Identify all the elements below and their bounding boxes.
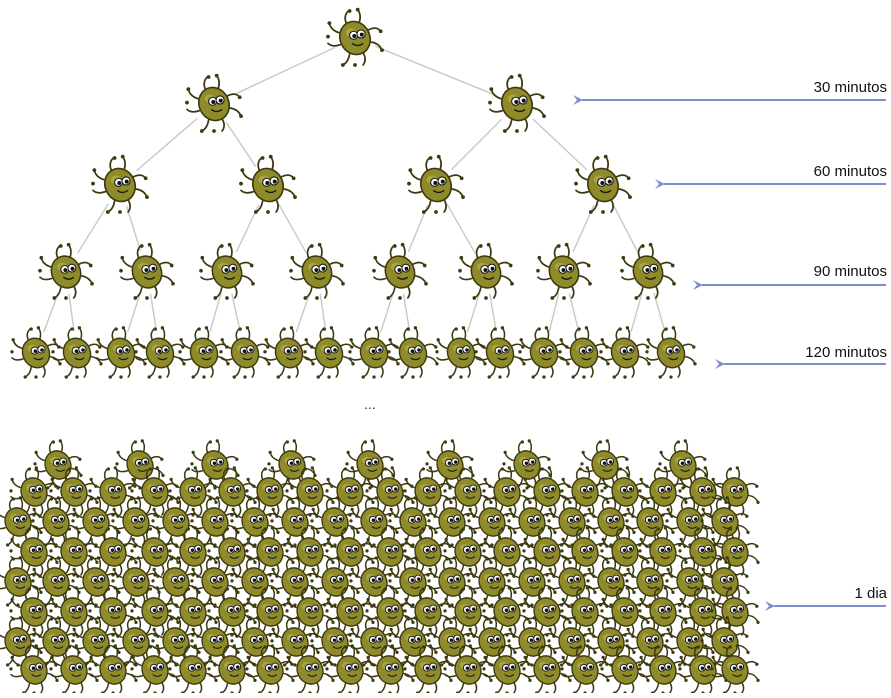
bacterium-icon (37, 242, 95, 301)
bacterium-icon (347, 325, 401, 380)
tree-edge (375, 45, 497, 97)
label-60-minutos: 60 minutos (813, 163, 887, 180)
tree-edge (233, 46, 336, 96)
bacterium-icon (619, 242, 677, 301)
tree-edge (149, 293, 158, 332)
bacterium-icon (288, 242, 346, 301)
tree-edge (653, 292, 666, 333)
tree-edge (489, 293, 497, 332)
bacterium-icon (238, 153, 298, 215)
bacterium-icon (218, 325, 272, 380)
bacterium-icon (434, 325, 488, 380)
tree-edge (278, 203, 307, 254)
label-120-minutos: 120 minutos (805, 344, 887, 361)
tree-edge (548, 293, 560, 332)
tree-edge (319, 293, 327, 332)
tree-edge (466, 292, 481, 333)
tree-edge (127, 292, 141, 333)
bacterium-icon (473, 325, 527, 380)
tree-edge (630, 292, 643, 333)
tree-edge (136, 117, 198, 172)
bacterium-icon (262, 325, 316, 380)
bacterium-icon (598, 325, 652, 380)
tree-edge (209, 292, 222, 333)
bacterium-icon (198, 242, 256, 301)
bacterium-icon (573, 153, 633, 215)
label-90-minutos: 90 minutos (813, 263, 887, 280)
bacterium-icon (118, 242, 176, 301)
bacterium-icon (535, 242, 593, 301)
bacterium-icon (386, 325, 440, 380)
bacterium-icon (184, 72, 244, 134)
tree-edge (77, 203, 109, 254)
bacterium-icon (325, 6, 385, 68)
bacterium-icon (457, 242, 515, 301)
tree-edge (231, 293, 241, 332)
bacterium-icon (517, 325, 571, 380)
tree-edge (532, 118, 588, 171)
bacterium-icon (302, 325, 356, 380)
tree-edge (380, 292, 394, 333)
tree-edge (402, 293, 411, 332)
bacterium-icon (644, 325, 698, 380)
tree-edge (451, 119, 502, 170)
bacterium-icon (371, 242, 429, 301)
bacterium-icon (50, 325, 104, 380)
tree-edge (568, 293, 580, 332)
tree-edge (42, 292, 60, 333)
one-day-population (0, 438, 761, 696)
bacterium-icon (90, 153, 150, 215)
time-arrows (573, 95, 886, 611)
tree-edge (225, 121, 257, 168)
bacterium-icon (406, 153, 466, 215)
tree-nodes (9, 6, 698, 380)
tree-edge (68, 293, 75, 332)
continuation-ellipsis: ... (364, 396, 376, 412)
label-1-dia: 1 dia (854, 585, 887, 602)
bacterium-icon (94, 325, 148, 380)
label-30-minutos: 30 minutos (813, 79, 887, 96)
tree-edge (446, 203, 476, 254)
tree-edge (125, 205, 142, 252)
tree-edge (295, 292, 311, 333)
tree-edge (612, 204, 639, 253)
bacterium-icon (133, 325, 187, 380)
